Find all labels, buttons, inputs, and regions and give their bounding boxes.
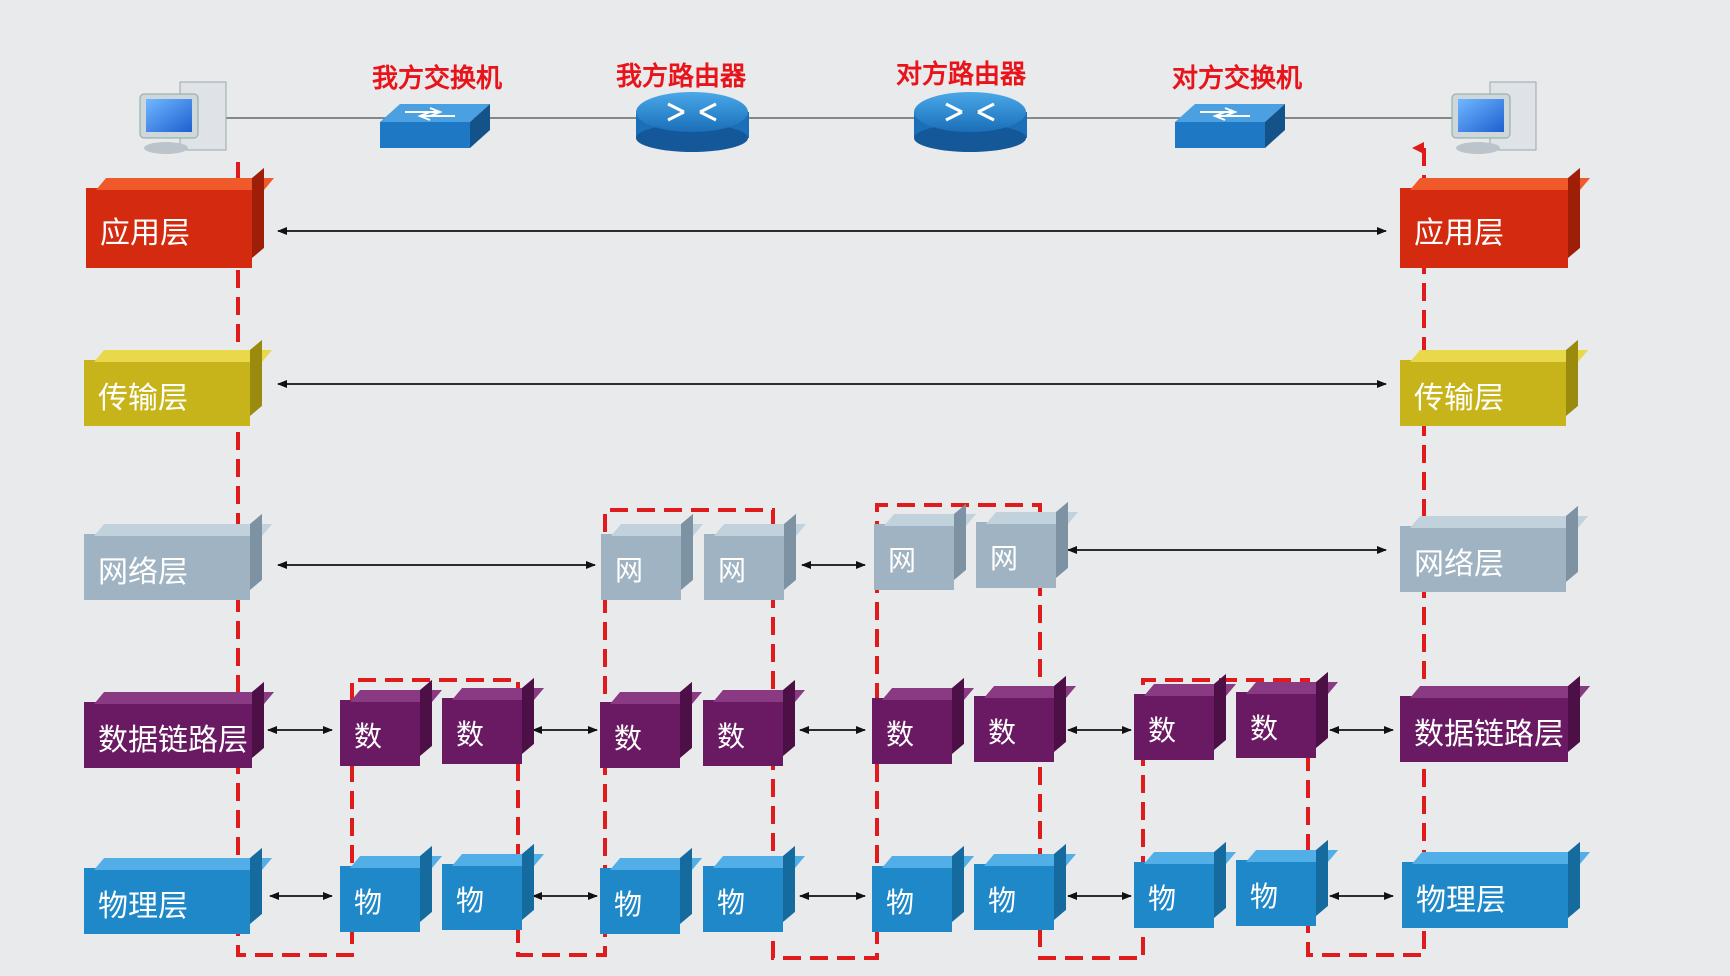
box-label: 网: [615, 554, 644, 587]
data-flow-path: [236, 142, 1426, 960]
box-label: 数: [354, 720, 383, 753]
my-switch-label: 我方交换机: [372, 64, 503, 94]
box-label: 数: [886, 718, 915, 751]
box-label: 网: [990, 542, 1019, 575]
switch-icon-left: [380, 104, 490, 148]
layer-label: 数据链路层: [98, 723, 248, 758]
dl-box-6: 数: [974, 675, 1077, 762]
ph-box-8: 物: [1236, 839, 1339, 926]
left-application-layer: 应用层: [86, 167, 275, 268]
box-label: 数: [456, 718, 485, 751]
left-network-layer: 网络层: [84, 513, 273, 600]
switch-icon-right: [1175, 104, 1285, 148]
box-label: 物: [456, 884, 485, 917]
net-box-4: 网: [976, 501, 1079, 588]
box-label: 数: [988, 716, 1017, 749]
box-label: 数: [1250, 712, 1279, 745]
box-label: 物: [886, 886, 915, 919]
my-router-label: 我方路由器: [616, 62, 747, 92]
box-label: 物: [1148, 882, 1177, 915]
peer-switch-label: 对方交换机: [1172, 64, 1303, 94]
computer-icon-right: [1451, 81, 1537, 154]
box-label: 物: [988, 884, 1017, 917]
box-label: 物: [1250, 880, 1279, 913]
dl-box-3: 数: [600, 681, 703, 768]
dl-box-2: 数: [442, 677, 545, 764]
layer-label: 传输层: [1414, 381, 1504, 416]
net-box-2: 网: [704, 513, 807, 600]
ph-box-6: 物: [974, 843, 1077, 930]
ph-box-4: 物: [703, 845, 806, 932]
layer-label: 物理层: [98, 889, 188, 924]
net-box-1: 网: [601, 513, 704, 600]
dl-box-1: 数: [340, 679, 443, 766]
ph-box-5: 物: [872, 845, 975, 932]
left-transport-layer: 传输层: [84, 339, 273, 426]
layer-label: 应用层: [1414, 216, 1504, 251]
dl-box-4: 数: [703, 679, 806, 766]
layer-label: 应用层: [100, 216, 190, 251]
ph-box-1: 物: [340, 845, 443, 932]
left-physical-layer: 物理层: [84, 847, 273, 934]
dl-box-7: 数: [1134, 673, 1237, 760]
layer-label: 数据链路层: [1414, 717, 1564, 752]
box-label: 数: [614, 722, 643, 755]
right-datalink-layer: 数据链路层: [1400, 675, 1591, 762]
dl-box-5: 数: [872, 677, 975, 764]
layer-label: 传输层: [98, 381, 188, 416]
box-label: 网: [718, 554, 747, 587]
box-label: 数: [1148, 714, 1177, 747]
right-transport-layer: 传输层: [1400, 339, 1589, 426]
box-label: 物: [614, 888, 643, 921]
computer-icon-left: [139, 81, 227, 154]
box-label: 网: [888, 544, 917, 577]
right-network-layer: 网络层: [1400, 505, 1589, 592]
layer-label: 网络层: [98, 555, 188, 590]
box-label: 数: [717, 720, 746, 753]
right-physical-layer: 物理层: [1402, 841, 1591, 928]
layer-label: 网络层: [1414, 547, 1504, 582]
box-label: 物: [717, 886, 746, 919]
net-box-3: 网: [874, 503, 977, 590]
ph-box-7: 物: [1134, 841, 1237, 928]
right-application-layer: 应用层: [1400, 167, 1591, 268]
peer-router-label: 对方路由器: [896, 60, 1027, 90]
dl-box-8: 数: [1236, 671, 1339, 758]
ph-box-2: 物: [442, 843, 545, 930]
router-icon-right: [914, 92, 1027, 152]
layer-label: 物理层: [1416, 883, 1506, 918]
left-datalink-layer: 数据链路层: [84, 681, 275, 768]
router-icon-left: [636, 92, 749, 152]
ph-box-3: 物: [600, 847, 703, 934]
box-label: 物: [354, 886, 383, 919]
